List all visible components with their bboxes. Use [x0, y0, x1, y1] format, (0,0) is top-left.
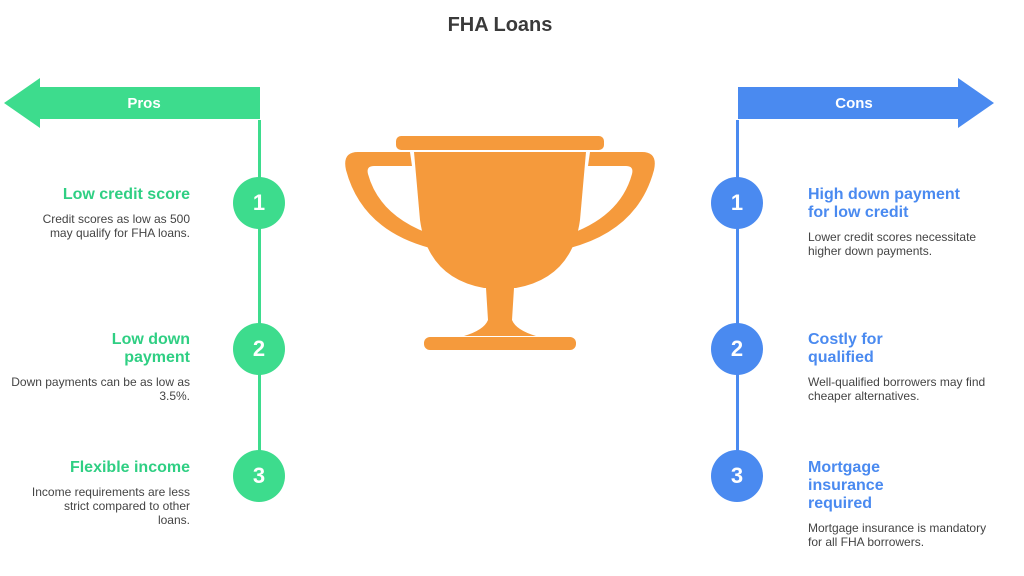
pros-item-heading: Low down payment: [111, 331, 190, 366]
pros-item-description: Down payments can be as low as 3.5%.: [11, 375, 190, 403]
pros-label: Pros: [127, 94, 161, 112]
pros-item-heading: Low credit score: [62, 186, 190, 203]
cons-label: Cons: [835, 94, 873, 112]
cons-item-1: High down payment for low credit Lower c…: [808, 186, 1008, 258]
cons-item-heading: Costly for qualified: [808, 331, 883, 366]
cons-item-3: Mortgage insurance required Mortgage ins…: [808, 459, 1008, 549]
pros-number-3: 3: [233, 450, 285, 502]
pros-arrow: Pros: [4, 78, 260, 128]
cons-item-description: Well-qualified borrowers may find cheape…: [808, 375, 986, 403]
cons-number-1: 1: [711, 177, 763, 229]
cons-item-description: Mortgage insurance is mandatory for all …: [808, 521, 987, 549]
pros-item-3: Flexible income Income requirements are …: [10, 459, 190, 527]
pros-number-2: 2: [233, 323, 285, 375]
trophy-icon: [340, 130, 660, 360]
pros-timeline: [258, 120, 261, 460]
page-title: FHA Loans: [447, 14, 553, 36]
cons-number-2: 2: [711, 323, 763, 375]
cons-timeline: [736, 120, 739, 460]
pros-item-description: Income requirements are less strict comp…: [31, 485, 190, 527]
right-arrow-icon: [738, 78, 994, 128]
cons-arrow: Cons: [738, 78, 994, 128]
cons-item-description: Lower credit scores necessitate higher d…: [808, 230, 977, 258]
cons-item-heading: High down payment for low credit: [808, 186, 960, 221]
pros-item-2: Low down payment Down payments can be as…: [10, 331, 190, 403]
cons-item-2: Costly for qualified Well-qualified borr…: [808, 331, 1008, 403]
cons-item-heading: Mortgage insurance required: [808, 459, 884, 512]
cons-number-3: 3: [711, 450, 763, 502]
pros-number-1: 1: [233, 177, 285, 229]
pros-item-description: Credit scores as low as 500 may qualify …: [42, 212, 190, 240]
left-arrow-icon: [4, 78, 260, 128]
pros-item-heading: Flexible income: [69, 459, 190, 476]
pros-item-1: Low credit score Credit scores as low as…: [10, 186, 190, 240]
